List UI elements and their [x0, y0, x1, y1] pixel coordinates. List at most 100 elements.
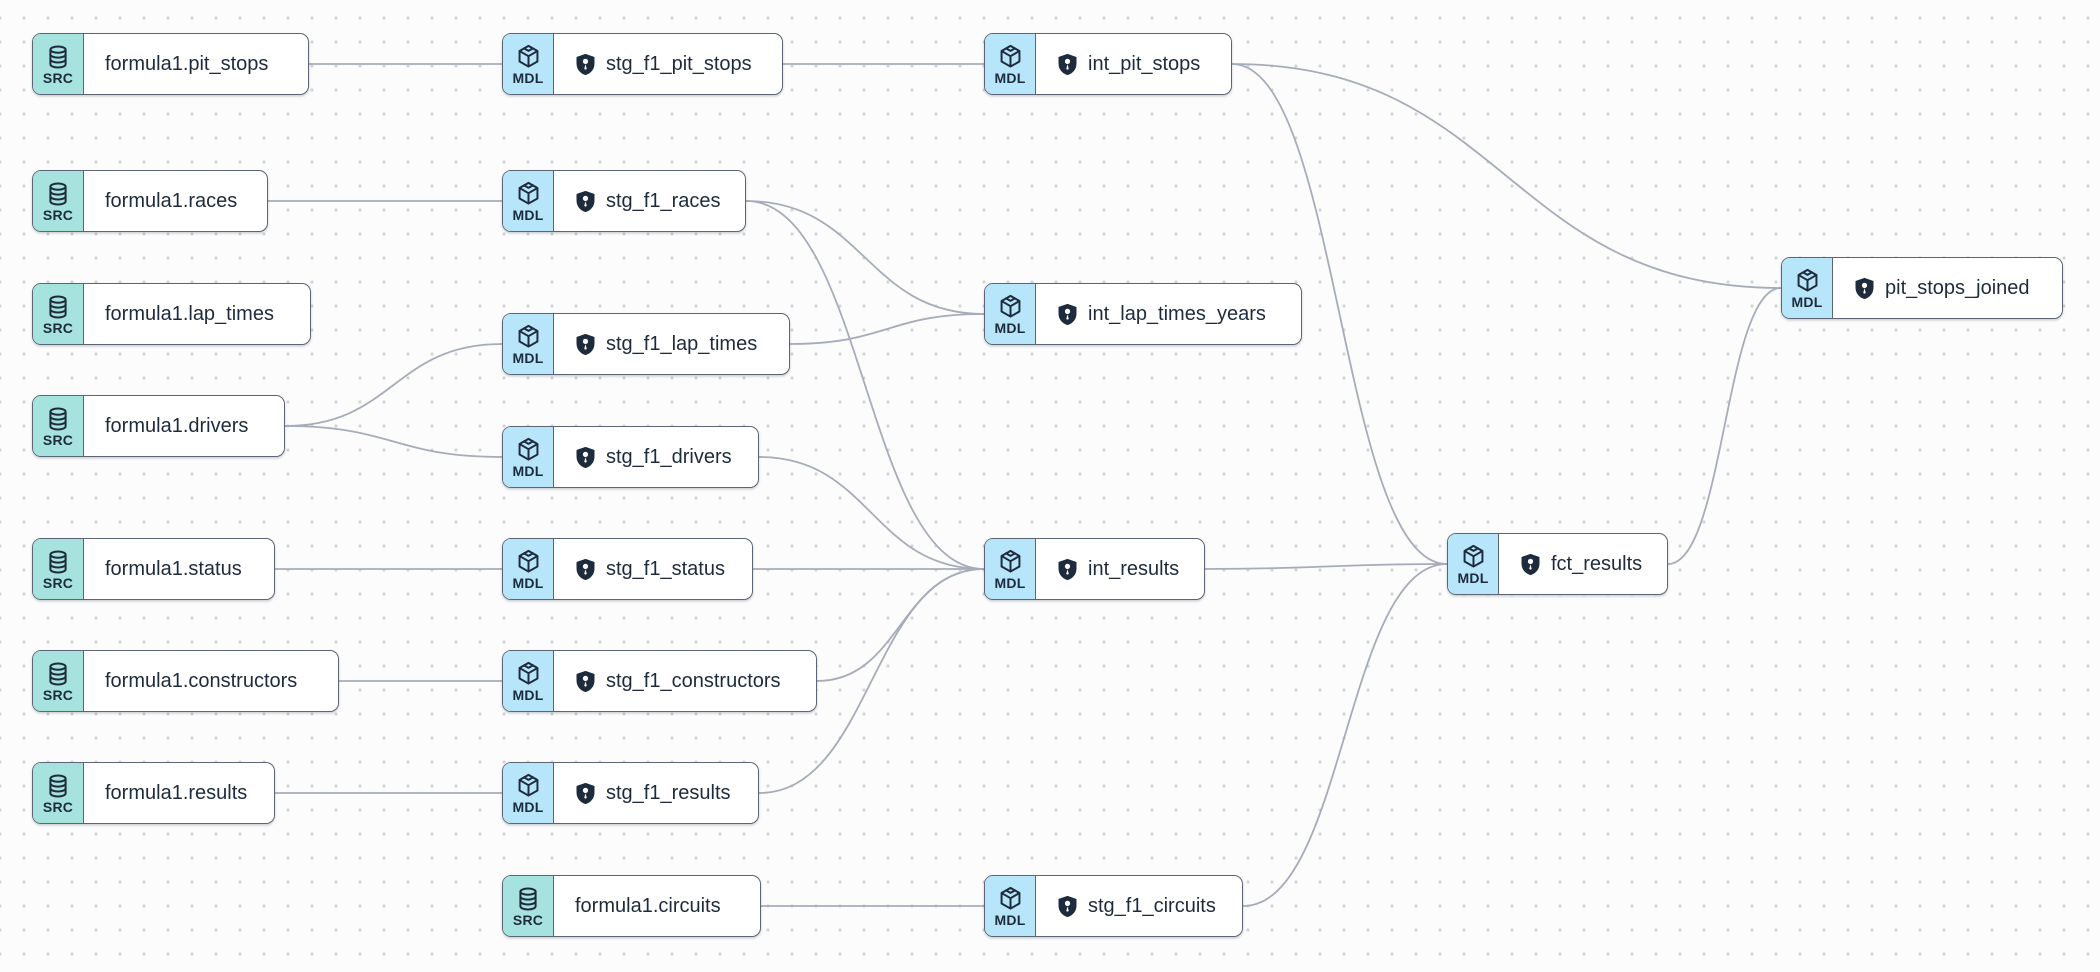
cube-icon: [1794, 267, 1821, 294]
cube-icon: [515, 660, 542, 687]
node-label: formula1.pit_stops: [105, 53, 269, 75]
node-stg_circuits[interactable]: MDL stg_f1_circuits: [984, 875, 1243, 937]
node-src_constructors[interactable]: SRC formula1.constructors: [32, 650, 339, 712]
badge-label: SRC: [42, 206, 74, 223]
node-pit_stops_joined[interactable]: MDL pit_stops_joined: [1781, 257, 2063, 319]
node-label-area: stg_f1_races: [554, 171, 745, 231]
node-label: formula1.results: [105, 782, 248, 804]
shield-icon: [575, 558, 596, 581]
shield-icon: [575, 670, 596, 693]
database-icon: [45, 661, 71, 687]
badge-label: MDL: [1457, 570, 1489, 586]
node-label: int_results: [1088, 558, 1180, 580]
shield-icon: [1057, 558, 1078, 581]
badge-label: MDL: [994, 912, 1026, 928]
node-src_results[interactable]: SRC formula1.results: [32, 762, 275, 824]
node-int_lap_times_years[interactable]: MDL int_lap_times_years: [984, 283, 1302, 345]
node-label-area: int_pit_stops: [1036, 34, 1231, 94]
node-label-area: formula1.drivers: [84, 396, 284, 456]
badge-label: MDL: [512, 207, 544, 223]
node-int_results[interactable]: MDL int_results: [984, 538, 1205, 600]
edge-stg_circuits-fct_results: [1242, 563, 1448, 907]
cube-icon: [515, 180, 542, 207]
shield-icon: [575, 782, 596, 805]
node-label-area: int_lap_times_years: [1036, 284, 1301, 344]
node-label-area: stg_f1_status: [554, 539, 752, 599]
edge-src_drivers-stg_lap_times: [284, 343, 503, 427]
shield-icon: [1854, 277, 1875, 300]
node-label-area: pit_stops_joined: [1833, 258, 2062, 318]
node-src_drivers[interactable]: SRC formula1.drivers: [32, 395, 285, 457]
node-label-area: stg_f1_constructors: [554, 651, 816, 711]
node-stg_races[interactable]: MDL stg_f1_races: [502, 170, 746, 232]
node-label: formula1.constructors: [105, 670, 298, 692]
badge-label: MDL: [994, 320, 1026, 336]
model-type-badge: MDL: [503, 539, 554, 599]
source-type-badge: SRC: [33, 34, 84, 94]
cube-icon: [515, 323, 542, 350]
badge-label: MDL: [512, 575, 544, 591]
node-label-area: formula1.results: [84, 763, 274, 823]
badge-label: MDL: [994, 575, 1026, 591]
node-stg_constructors[interactable]: MDL stg_f1_constructors: [502, 650, 817, 712]
model-type-badge: MDL: [503, 651, 554, 711]
badge-label: SRC: [42, 686, 74, 703]
model-type-badge: MDL: [1782, 258, 1833, 318]
source-type-badge: SRC: [33, 396, 84, 456]
shield-icon: [1057, 303, 1078, 326]
shield-icon: [575, 333, 596, 356]
badge-label: SRC: [42, 798, 74, 815]
model-type-badge: MDL: [985, 284, 1036, 344]
edge-stg_drivers-int_results: [758, 456, 985, 570]
edge-stg_races-int_lap_times_years: [745, 200, 985, 315]
node-label: formula1.circuits: [575, 895, 721, 917]
cube-icon: [997, 885, 1024, 912]
node-src_races[interactable]: SRC formula1.races: [32, 170, 268, 232]
node-label-area: stg_f1_results: [554, 763, 758, 823]
source-type-badge: SRC: [503, 876, 554, 936]
badge-label: MDL: [1791, 294, 1823, 310]
node-label-area: formula1.races: [84, 171, 267, 231]
node-src_circuits[interactable]: SRC formula1.circuits: [502, 875, 761, 937]
node-label: stg_f1_circuits: [1088, 895, 1216, 917]
node-src_pit_stops[interactable]: SRC formula1.pit_stops: [32, 33, 309, 95]
cube-icon: [515, 548, 542, 575]
node-stg_status[interactable]: MDL stg_f1_status: [502, 538, 753, 600]
badge-label: SRC: [42, 69, 74, 86]
cube-icon: [515, 772, 542, 799]
node-label-area: formula1.circuits: [554, 876, 760, 936]
node-label: stg_f1_constructors: [606, 670, 781, 692]
database-icon: [45, 294, 71, 320]
model-type-badge: MDL: [503, 34, 554, 94]
source-type-badge: SRC: [33, 763, 84, 823]
badge-label: SRC: [42, 574, 74, 591]
node-label: int_lap_times_years: [1088, 303, 1266, 325]
edge-int_pit_stops-fct_results: [1231, 63, 1448, 565]
database-icon: [45, 44, 71, 70]
badge-label: SRC: [512, 911, 544, 928]
source-type-badge: SRC: [33, 284, 84, 344]
shield-icon: [575, 53, 596, 76]
node-label: int_pit_stops: [1088, 53, 1201, 75]
node-label: stg_f1_status: [606, 558, 725, 580]
model-type-badge: MDL: [985, 539, 1036, 599]
cube-icon: [997, 548, 1024, 575]
node-label: formula1.races: [105, 190, 238, 212]
node-label-area: stg_f1_drivers: [554, 427, 758, 487]
shield-icon: [575, 190, 596, 213]
node-label: formula1.drivers: [105, 415, 249, 437]
badge-label: MDL: [512, 687, 544, 703]
shield-icon: [1057, 53, 1078, 76]
database-icon: [515, 886, 541, 912]
database-icon: [45, 406, 71, 432]
